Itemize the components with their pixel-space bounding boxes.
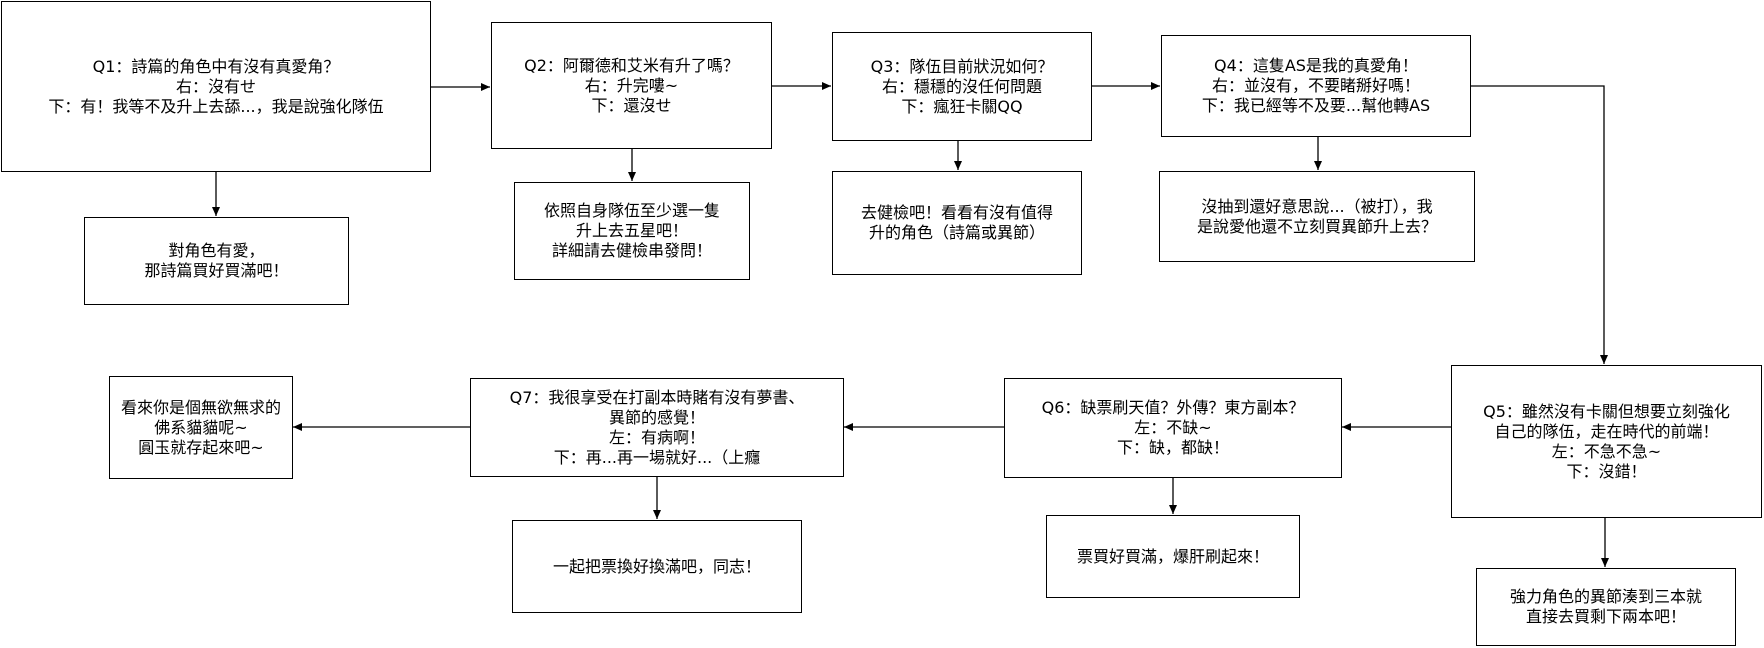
node-text: Q7：我很享受在打副本時賭有沒有夢書、異節的感覺！左：有病啊！下：再...再一場… xyxy=(510,388,805,468)
node-text-line: 詳細請去健檢串發問！ xyxy=(551,241,712,260)
node-text-line: 右：並沒有，不要睹掰好嗎！ xyxy=(1211,76,1420,95)
node-a1: 對角色有愛，那詩篇買好買滿吧！ xyxy=(84,217,349,305)
node-text: 去健檢吧！看看有沒有值得升的角色（詩篇或異節） xyxy=(861,203,1053,243)
node-text-line: 那詩篇買好買滿吧！ xyxy=(144,261,289,280)
node-text-line: 下：瘋狂卡關QQ xyxy=(901,96,1023,116)
node-text-line: Q6：缺票刷天值？外傳？東方副本？ xyxy=(1041,398,1305,417)
node-text-line: 是說愛他還不立刻買異節升上去？ xyxy=(1196,216,1437,236)
node-text-line: 對角色有愛， xyxy=(168,241,265,260)
node-text-line: 自己的隊伍，走在時代的前端！ xyxy=(1494,421,1719,441)
node-text-line: 右：升完嘍~ xyxy=(584,75,679,95)
node-q5: Q5：雖然沒有卡關但想要立刻強化自己的隊伍，走在時代的前端！左：不急不急~下：沒… xyxy=(1451,365,1762,518)
node-text: 對角色有愛，那詩篇買好買滿吧！ xyxy=(144,241,288,281)
node-text-line: 強力角色的異節湊到三本就 xyxy=(1509,587,1702,606)
node-text-line: Q7：我很享受在打副本時賭有沒有夢書、 xyxy=(509,387,805,407)
node-text-line: 圓玉就存起來吧~ xyxy=(138,437,264,457)
node-text-line: 右：沒有せ xyxy=(175,76,256,96)
node-text: 一起把票換好換滿吧，同志！ xyxy=(553,557,761,577)
node-a3: 去健檢吧！看看有沒有值得升的角色（詩篇或異節） xyxy=(832,171,1082,275)
node-text-line: 下：有！我等不及升上去舔...，我是說強化隊伍 xyxy=(48,96,384,116)
node-q3: Q3：隊伍目前狀況如何？右：穩穩的沒任何問題下：瘋狂卡關QQ xyxy=(832,32,1092,141)
node-text-line: 一起把票換好換滿吧，同志！ xyxy=(552,556,761,576)
node-text-line: 左：不缺~ xyxy=(1134,418,1212,437)
node-text: 沒抽到還好意思說...（被打），我是說愛他還不立刻買異節升上去？ xyxy=(1197,197,1437,237)
node-text-line: 去健檢吧！看看有沒有值得 xyxy=(860,203,1053,222)
edge-q4-q5 xyxy=(1471,85,1608,364)
node-text-line: 下：還沒せ xyxy=(591,95,672,115)
node-text-line: 下：沒錯！ xyxy=(1566,461,1647,481)
node-text-line: 依照自身隊伍至少選一隻 xyxy=(543,201,720,220)
node-text: Q5：雖然沒有卡關但想要立刻強化自己的隊伍，走在時代的前端！左：不急不急~下：沒… xyxy=(1483,402,1730,482)
node-q1: Q1：詩篇的角色中有沒有真愛角？右：沒有せ下：有！我等不及升上去舔...，我是說… xyxy=(1,1,431,172)
node-text-line: 沒抽到還好意思說...（被打），我 xyxy=(1201,196,1433,216)
node-a6: 票買好買滿，爆肝刷起來！ xyxy=(1046,515,1300,598)
node-text-line: 下：我已經等不及要...幫他轉AS xyxy=(1201,96,1431,115)
node-q2: Q2：阿爾德和艾米有升了嗎？右：升完嘍~下：還沒せ xyxy=(491,22,772,149)
node-text: Q6：缺票刷天值？外傳？東方副本？左：不缺~下：缺，都缺！ xyxy=(1042,398,1305,458)
node-q6: Q6：缺票刷天值？外傳？東方副本？左：不缺~下：缺，都缺！ xyxy=(1004,378,1342,478)
node-text: Q2：阿爾德和艾米有升了嗎？右：升完嘍~下：還沒せ xyxy=(524,56,739,116)
node-a5: 強力角色的異節湊到三本就直接去買剩下兩本吧！ xyxy=(1476,568,1736,646)
node-text: 看來你是個無欲無求的佛系貓貓呢~圓玉就存起來吧~ xyxy=(121,398,281,458)
node-a8: 看來你是個無欲無求的佛系貓貓呢~圓玉就存起來吧~ xyxy=(109,376,293,479)
node-text-line: 下：缺，都缺！ xyxy=(1116,438,1229,457)
node-text: 票買好買滿，爆肝刷起來！ xyxy=(1077,547,1269,567)
node-text: 依照自身隊伍至少選一隻升上去五星吧！詳細請去健檢串發問！ xyxy=(544,201,720,261)
node-a4: 沒抽到還好意思說...（被打），我是說愛他還不立刻買異節升上去？ xyxy=(1159,171,1475,262)
node-text-line: Q1：詩篇的角色中有沒有真愛角？ xyxy=(92,56,340,76)
node-text-line: 票買好買滿，爆肝刷起來！ xyxy=(1076,546,1269,566)
node-text: Q1：詩篇的角色中有沒有真愛角？右：沒有せ下：有！我等不及升上去舔...，我是說… xyxy=(48,57,383,117)
node-a2: 依照自身隊伍至少選一隻升上去五星吧！詳細請去健檢串發問！ xyxy=(514,182,750,280)
node-text-line: 佛系貓貓呢~ xyxy=(154,417,248,437)
node-text-line: 升上去五星吧！ xyxy=(575,221,688,240)
node-text-line: Q5：雖然沒有卡關但想要立刻強化 xyxy=(1483,401,1730,421)
node-text-line: 異節的感覺！ xyxy=(608,407,705,427)
node-text-line: 直接去買剩下兩本吧！ xyxy=(1525,607,1686,626)
node-text: 強力角色的異節湊到三本就直接去買剩下兩本吧！ xyxy=(1510,587,1702,627)
node-text-line: 右：穩穩的沒任何問題 xyxy=(881,76,1042,96)
node-text-line: 下：再...再一場就好...（上癮 xyxy=(553,447,761,467)
node-text: Q3：隊伍目前狀況如何？右：穩穩的沒任何問題下：瘋狂卡關QQ xyxy=(871,57,1054,117)
node-text: Q4：這隻AS是我的真愛角！右：並沒有，不要睹掰好嗎！下：我已經等不及要...幫… xyxy=(1202,56,1430,116)
node-q4: Q4：這隻AS是我的真愛角！右：並沒有，不要睹掰好嗎！下：我已經等不及要...幫… xyxy=(1161,35,1471,137)
node-text-line: Q2：阿爾德和艾米有升了嗎？ xyxy=(524,55,739,75)
node-text-line: 左：有病啊！ xyxy=(608,427,705,447)
node-text-line: Q4：這隻AS是我的真愛角！ xyxy=(1214,56,1418,75)
node-q7: Q7：我很享受在打副本時賭有沒有夢書、異節的感覺！左：有病啊！下：再...再一場… xyxy=(470,378,844,477)
node-a7: 一起把票換好換滿吧，同志！ xyxy=(512,520,802,613)
node-text-line: Q3：隊伍目前狀況如何？ xyxy=(870,56,1054,76)
node-text-line: 看來你是個無欲無求的 xyxy=(120,397,281,417)
node-text-line: 升的角色（詩篇或異節） xyxy=(868,223,1045,242)
node-text-line: 左：不急不急~ xyxy=(1551,441,1662,461)
